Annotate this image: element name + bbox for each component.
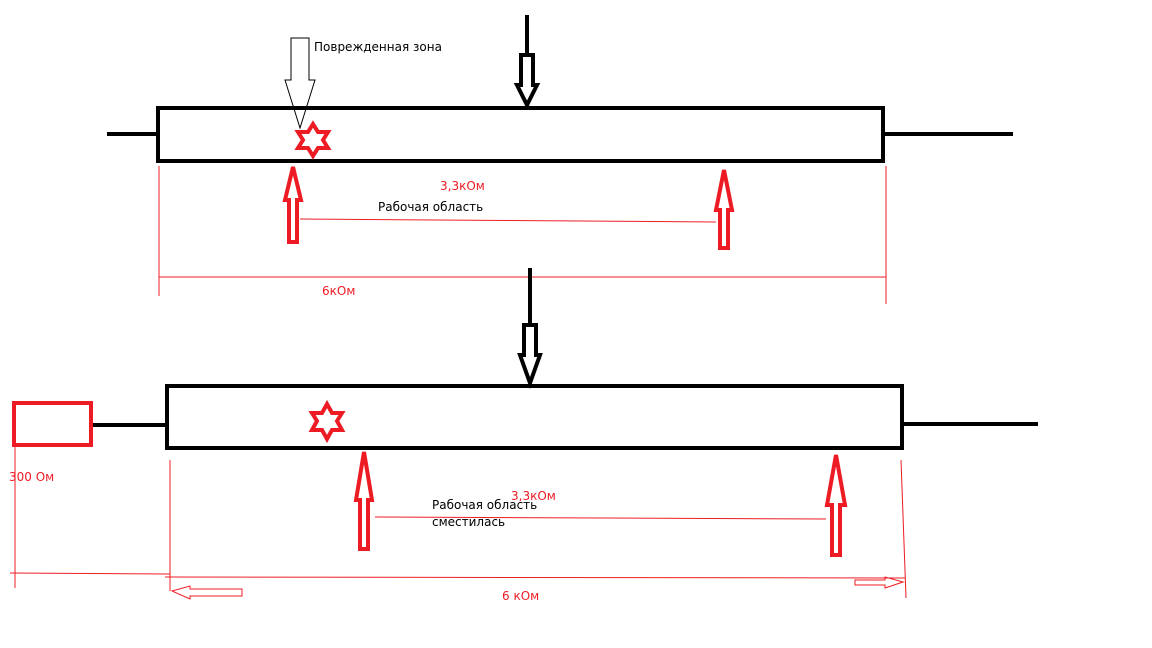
bottom-potentiometer [92, 384, 1038, 450]
bottom-right-red-arrow-icon [824, 454, 848, 557]
top-potentiometer [107, 106, 1013, 163]
bottom-working-area-label: Рабочая область [432, 498, 538, 512]
bottom-working-area-line [374, 516, 827, 520]
shift-left-arrow-icon [170, 585, 243, 600]
damaged-zone-label: Поврежденная зона [314, 40, 442, 54]
top-working-area-line [299, 218, 717, 223]
shift-right-arrow-icon [854, 576, 905, 589]
top-total-label: 6кОм [322, 284, 356, 298]
bottom-resistor-body [165, 384, 904, 450]
bottom-working-area-shifted-label: сместилась [432, 515, 506, 529]
bottom-left-red-arrow-icon [353, 451, 375, 551]
resistor-300-label: 300 Ом [9, 470, 55, 484]
top-left-red-arrow-icon [282, 166, 304, 244]
damaged-zone-arrow-icon [284, 37, 316, 130]
bottom-resistance-label: 3,3кОм [511, 489, 556, 503]
bottom-wiper-arrow-icon [517, 268, 543, 389]
top-resistance-label: 3,3кОм [440, 179, 485, 193]
series-resistor-300-ohm [12, 401, 93, 447]
bottom-total-label: 6 кОм [502, 589, 540, 603]
top-dimension-lines [158, 166, 887, 304]
top-right-red-arrow-icon [713, 169, 735, 250]
top-wiper-arrow-icon [513, 15, 541, 110]
bottom-damage-star-icon [308, 399, 346, 444]
top-damage-star-icon [294, 120, 332, 160]
top-working-area-label: Рабочая область [378, 200, 484, 214]
top-resistor-body [156, 106, 885, 163]
bottom-dimension-lines [9, 447, 907, 599]
